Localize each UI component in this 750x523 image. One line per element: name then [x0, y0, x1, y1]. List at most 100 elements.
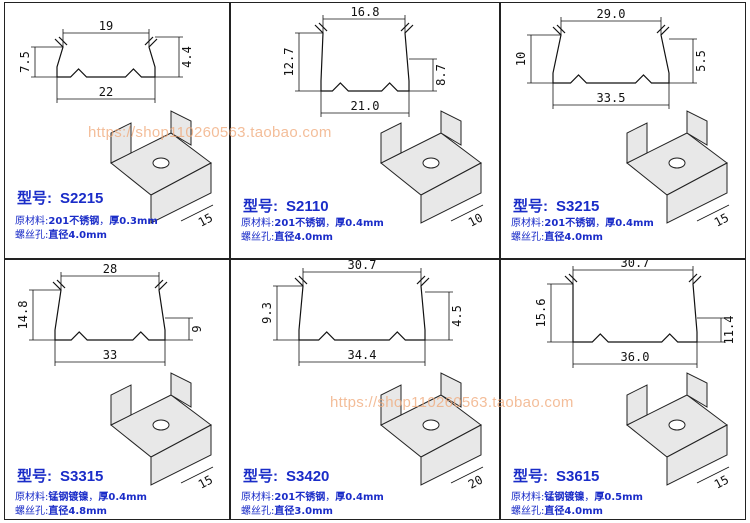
hole-label: 螺丝孔:: [15, 506, 49, 517]
model-line: 型号:S3315: [17, 465, 103, 486]
profile-outline: [52, 281, 168, 341]
hole-line: 螺丝孔:直径4.0mm: [511, 231, 654, 245]
profile-outline: [54, 38, 158, 78]
dim-label-right: 8.7: [434, 64, 448, 86]
clip-side-front: [666, 162, 728, 224]
hole-line: 螺丝孔:直径4.0mm: [15, 229, 158, 243]
hole-label: 螺丝孔:: [511, 232, 545, 243]
clip-side-back: [170, 110, 192, 146]
model-code: S3615: [556, 468, 600, 485]
model-code: S3215: [556, 198, 600, 215]
dim-label-depth: 15: [196, 473, 215, 492]
dim-label-bottom: 34.4: [348, 348, 377, 362]
spec-block: 原材料:201不锈钢，厚0.4mm 螺丝孔:直径3.0mm: [241, 491, 384, 519]
profile-outline: [314, 24, 414, 92]
model-line: 型号: S3615: [513, 465, 599, 486]
model-line: 型号: S3420: [243, 465, 329, 486]
material-label: 原材料:: [241, 218, 275, 229]
dim-label-top: 19: [99, 19, 113, 33]
model-code: S2110: [286, 198, 329, 215]
hole-line: 螺丝孔:直径3.0mm: [241, 505, 384, 519]
thickness-value: 厚0.5mm: [594, 492, 643, 503]
hole-value: 直径4.0mm: [544, 232, 603, 243]
hole-value: 直径4.8mm: [48, 506, 107, 517]
product-cell-s3615: 30.7 36.0 15.6 11.4 15 型号: S3615 原材料:锰钢镀镍，厚0.5m…: [500, 259, 746, 520]
profile-outline: [294, 277, 430, 341]
dim-label-depth: 15: [712, 211, 731, 230]
dim-label-right: 11.4: [722, 316, 736, 345]
hole-line: 螺丝孔:直径4.8mm: [15, 505, 147, 519]
screw-hole: [152, 157, 170, 169]
spec-block: 原材料:201不锈钢，厚0.3mm 螺丝孔:直径4.0mm: [15, 215, 158, 243]
model-line: 型号:S3215: [513, 195, 599, 216]
clip-side-front: [420, 162, 482, 224]
clip-illustration: 15: [110, 110, 215, 230]
dim-line-depth: [180, 204, 214, 222]
model-line: 型号: S2110: [243, 195, 329, 216]
material-label: 原材料:: [511, 218, 545, 229]
dim-label-depth: 10: [466, 211, 485, 230]
dim-label-right: 4.4: [180, 46, 194, 68]
clip-side-back: [170, 372, 192, 408]
model-label: 型号:: [243, 468, 278, 485]
model-label: 型号:: [243, 198, 278, 215]
profile-outline: [564, 275, 702, 343]
profile-outline: [552, 26, 670, 84]
clip-illustration: 15: [626, 372, 731, 492]
dim-label-top: 29.0: [597, 7, 626, 21]
watermark-top: https://shop110260563.taobao.com: [88, 124, 332, 141]
clip-side-left: [110, 384, 132, 426]
dim-label-top: 30.7: [348, 260, 377, 272]
material-label: 原材料:: [15, 492, 49, 503]
clip-side-left: [626, 384, 648, 426]
thickness-value: 厚0.3mm: [109, 216, 158, 227]
clip-side-left: [380, 384, 402, 426]
dim-line-depth: [696, 204, 730, 222]
material-line: 原材料:201不锈钢，厚0.4mm: [241, 218, 384, 229]
model-label: 型号:: [17, 190, 52, 207]
clip-illustration: 15: [110, 372, 215, 492]
material-value: 201不锈钢: [274, 492, 326, 503]
hole-line: 螺丝孔:直径4.0mm: [241, 231, 384, 245]
screw-hole: [668, 419, 686, 431]
hole-label: 螺丝孔:: [241, 232, 275, 243]
material-line: 原材料:201不锈钢，厚0.4mm: [511, 218, 654, 229]
material-line: 原材料:锰钢镀镍，厚0.5mm: [511, 492, 643, 503]
hole-label: 螺丝孔:: [15, 230, 49, 241]
dim-label-top: 16.8: [351, 5, 380, 19]
clip-side-back: [440, 372, 462, 408]
clip-illustration: 20: [380, 372, 485, 492]
dim-label-bottom: 33: [103, 348, 117, 362]
dim-label-left: 10: [514, 52, 528, 66]
dim-label-top: 30.7: [621, 260, 650, 270]
material-line: 原材料:201不锈钢，厚0.4mm: [241, 492, 384, 503]
hole-label: 螺丝孔:: [241, 506, 275, 517]
dim-label-left: 15.6: [534, 299, 548, 328]
model-code: S3420: [286, 468, 330, 485]
clip-side-left: [380, 122, 402, 164]
material-line: 原材料:201不锈钢，厚0.3mm: [15, 216, 158, 227]
clip-side-back: [440, 110, 462, 146]
model-label: 型号:: [513, 468, 548, 485]
watermark-bottom: https://shop110260563.taobao.com: [330, 394, 574, 411]
dim-label-left: 7.5: [18, 51, 32, 73]
dim-label-right: 4.5: [450, 305, 464, 327]
thickness-value: 厚0.4mm: [335, 218, 384, 229]
spec-block: 原材料:201不锈钢，厚0.4mm 螺丝孔:直径4.0mm: [511, 217, 654, 245]
screw-hole: [668, 157, 686, 169]
clip-illustration: 15: [626, 110, 731, 230]
clip-side-front: [666, 424, 728, 486]
spec-block: 原材料:201不锈钢，厚0.4mm 螺丝孔:直径4.0mm: [241, 217, 384, 245]
hole-value: 直径4.0mm: [544, 506, 603, 517]
dim-label-bottom: 36.0: [621, 350, 650, 364]
hole-value: 直径4.0mm: [48, 230, 107, 241]
thickness-value: 厚0.4mm: [605, 218, 654, 229]
